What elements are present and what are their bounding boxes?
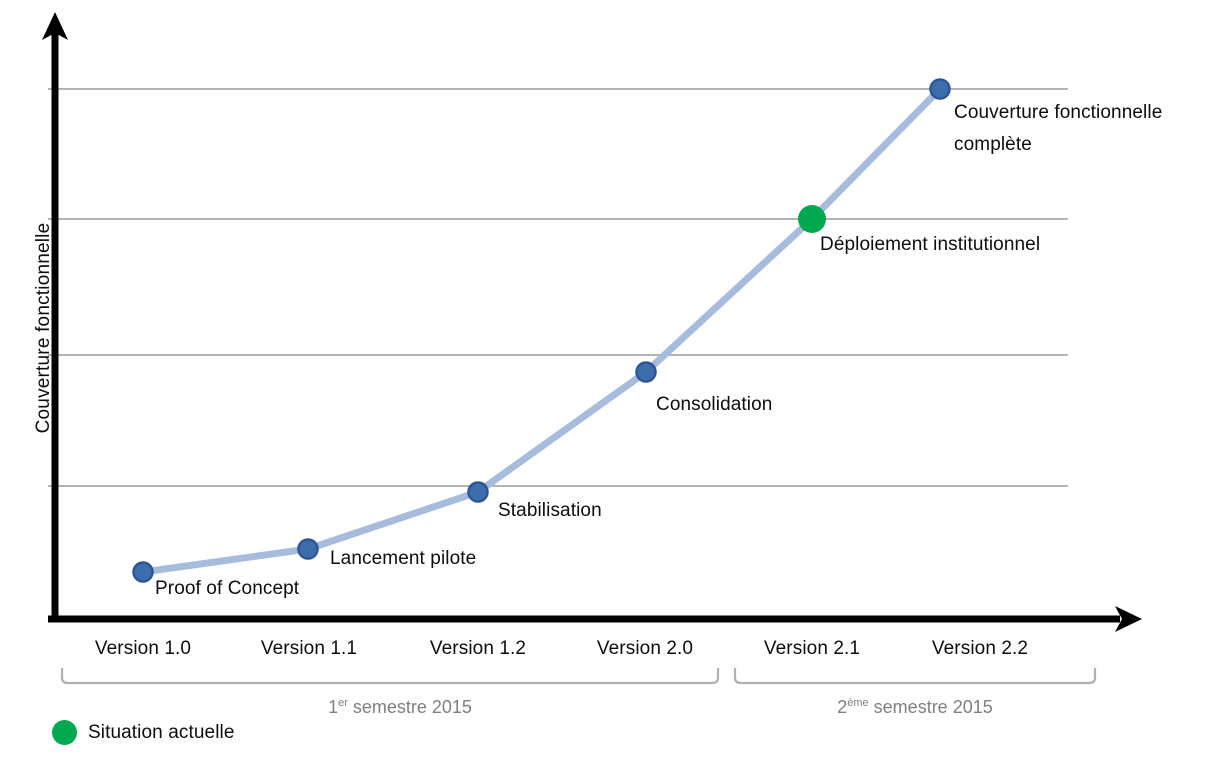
x-tick-label-version-1-1: Version 1.1: [260, 638, 358, 659]
point-label-consolidation: Consolidation: [656, 394, 773, 415]
bracket-semester-1: [60, 668, 720, 685]
bracket-label-semester-1: 1er semestre 2015: [230, 697, 570, 718]
data-point-marker-4[interactable]: [635, 361, 657, 383]
point-label-couverture-complete-line2: complète: [954, 134, 1032, 155]
bracket-1-ordinal: 1: [328, 697, 339, 717]
data-point-marker-1[interactable]: [132, 561, 154, 583]
bracket-1-text: semestre 2015: [347, 697, 472, 717]
bracket-2-ordinal: 2: [837, 697, 848, 717]
semester-brackets: [60, 668, 1097, 685]
point-label-stabilisation: Stabilisation: [498, 500, 602, 521]
data-point-marker-6[interactable]: [929, 78, 951, 100]
point-label-couverture-complete-line1: Couverture fonctionnelle: [954, 102, 1163, 123]
x-tick-label-version-1-0: Version 1.0: [94, 638, 192, 659]
y-axis: [42, 12, 68, 619]
point-label-lancement-pilote: Lancement pilote: [330, 548, 477, 569]
bracket-1-ordinal-suffix: er: [338, 697, 348, 709]
data-line: [139, 85, 944, 576]
point-label-deploiement-institutionnel: Déploiement institutionnel: [820, 234, 1041, 255]
x-tick-label-version-2-2: Version 2.2: [931, 638, 1029, 659]
bracket-2-ordinal-suffix: ème: [847, 697, 869, 709]
y-axis-title: Couverture fonctionnelle: [33, 222, 54, 434]
data-point-marker-3[interactable]: [467, 481, 489, 503]
legend-label-situation-actuelle: Situation actuelle: [88, 721, 235, 743]
legend: Situation actuelle: [52, 720, 235, 745]
data-markers: [132, 78, 951, 583]
legend-swatch-current-status-icon: [52, 720, 77, 745]
data-point-marker-5-current[interactable]: [798, 205, 826, 233]
bracket-label-semester-2: 2ème semestre 2015: [745, 697, 1085, 718]
x-tick-label-version-2-0: Version 2.0: [596, 638, 694, 659]
data-point-marker-2[interactable]: [297, 538, 319, 560]
gridlines: [48, 88, 1068, 487]
x-tick-label-version-2-1: Version 2.1: [763, 638, 861, 659]
x-axis: [48, 606, 1142, 632]
point-label-proof-of-concept: Proof of Concept: [155, 578, 300, 599]
bracket-2-text: semestre 2015: [868, 697, 993, 717]
x-tick-label-version-1-2: Version 1.2: [429, 638, 527, 659]
bracket-semester-2: [733, 668, 1097, 685]
